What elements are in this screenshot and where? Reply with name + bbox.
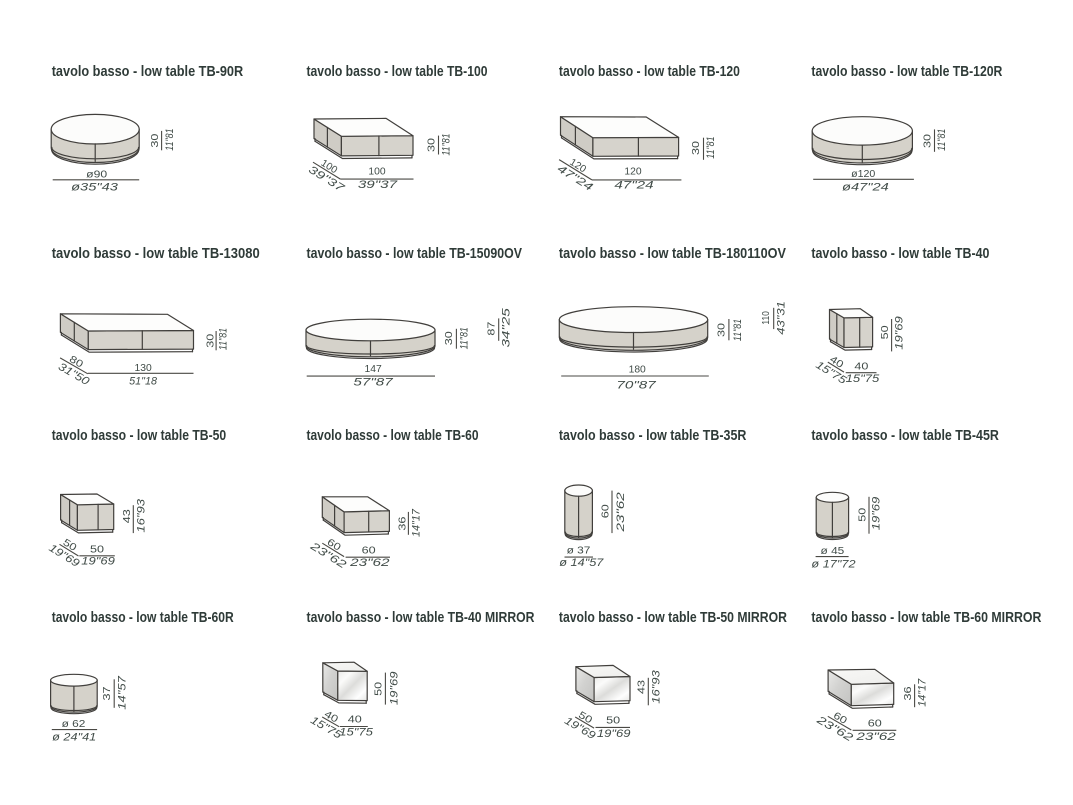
svg-text:47"24: 47"24 [614,180,653,192]
svg-text:tavolo basso - low table TB-13: tavolo basso - low table TB-13080 [52,245,260,262]
svg-text:30: 30 [150,133,161,148]
svg-text:tavolo basso - low table TB-35: tavolo basso - low table TB-35R [559,427,747,444]
svg-text:ø 37: ø 37 [567,545,591,556]
svg-text:40: 40 [854,362,869,373]
svg-text:130: 130 [135,363,153,374]
svg-text:11"81: 11"81 [440,133,452,155]
svg-text:ø 62: ø 62 [62,719,86,730]
svg-text:ø 17"72: ø 17"72 [811,558,855,570]
svg-text:50: 50 [606,716,621,727]
svg-text:180: 180 [629,364,647,375]
svg-text:110: 110 [761,311,772,325]
svg-text:16"93: 16"93 [136,498,148,533]
svg-text:36: 36 [398,516,409,531]
svg-text:ø 24"41: ø 24"41 [52,731,96,743]
svg-text:60: 60 [601,504,612,519]
svg-text:120: 120 [624,167,642,178]
svg-text:14"57: 14"57 [116,675,128,710]
svg-text:43: 43 [636,679,647,694]
svg-text:40: 40 [348,715,363,726]
svg-text:11"81: 11"81 [732,319,744,341]
svg-text:tavolo basso - low table TB-60: tavolo basso - low table TB-60 MIRROR [811,609,1041,626]
svg-text:tavolo basso - low table TB-60: tavolo basso - low table TB-60R [52,609,234,626]
svg-text:tavolo basso - low table TB-90: tavolo basso - low table TB-90R [52,63,244,80]
svg-text:11"81: 11"81 [217,328,229,350]
svg-text:19"69: 19"69 [81,556,115,568]
svg-text:ø 45: ø 45 [821,546,845,557]
svg-text:19"69: 19"69 [388,672,400,706]
svg-text:50: 50 [374,681,385,696]
svg-text:43: 43 [122,509,133,524]
svg-text:50: 50 [880,325,891,340]
svg-text:15"75: 15"75 [846,373,881,385]
svg-text:100: 100 [368,167,386,178]
svg-text:147: 147 [365,364,383,375]
svg-text:19"69: 19"69 [597,728,631,740]
svg-text:tavolo basso - low table TB-45: tavolo basso - low table TB-45R [811,427,999,444]
svg-text:11"81: 11"81 [936,129,948,151]
svg-text:14"17: 14"17 [411,508,423,537]
svg-text:37: 37 [102,686,113,701]
svg-text:19"69: 19"69 [870,497,882,531]
svg-text:16"93: 16"93 [651,669,663,704]
svg-text:30: 30 [923,133,934,148]
svg-text:ø90: ø90 [86,169,108,180]
svg-text:43"31: 43"31 [775,301,787,335]
svg-text:36: 36 [903,686,914,701]
svg-text:50: 50 [857,507,868,522]
svg-text:tavolo basso - low table TB-60: tavolo basso - low table TB-60 [307,427,479,444]
svg-text:tavolo basso - low table TB-50: tavolo basso - low table TB-50 [52,427,227,444]
svg-text:19"69: 19"69 [893,316,905,350]
svg-text:15"75: 15"75 [339,727,374,739]
svg-text:ø47"24: ø47"24 [842,182,889,194]
svg-text:30: 30 [427,137,438,152]
svg-text:39"37: 39"37 [358,179,399,191]
svg-text:30: 30 [205,333,216,348]
svg-text:23"62: 23"62 [349,557,390,569]
svg-text:57"87: 57"87 [353,376,394,388]
svg-text:tavolo basso - low table TB-18: tavolo basso - low table TB-180110OV [559,245,786,262]
svg-text:70"87: 70"87 [616,379,657,391]
svg-text:30: 30 [691,140,702,155]
svg-text:tavolo basso - low table TB-12: tavolo basso - low table TB-120R [811,63,1002,80]
svg-text:51"18: 51"18 [129,375,158,387]
svg-text:tavolo basso - low table TB-10: tavolo basso - low table TB-100 [307,63,488,80]
svg-text:87: 87 [486,321,497,336]
svg-text:ø 14"57: ø 14"57 [559,557,604,569]
svg-text:23"62: 23"62 [615,492,627,533]
svg-text:23"62: 23"62 [855,731,896,743]
svg-text:tavolo basso - low table TB-12: tavolo basso - low table TB-120 [559,63,740,80]
svg-text:34"25: 34"25 [500,307,512,348]
svg-text:tavolo basso - low table TB-40: tavolo basso - low table TB-40 [811,245,989,262]
svg-text:tavolo basso - low table TB-50: tavolo basso - low table TB-50 MIRROR [559,609,787,626]
svg-text:60: 60 [868,719,883,730]
svg-text:tavolo basso - low table TB-15: tavolo basso - low table TB-15090OV [307,245,523,262]
svg-text:50: 50 [90,544,105,555]
svg-text:30: 30 [444,331,455,346]
svg-text:30: 30 [716,322,727,337]
svg-text:11"81: 11"81 [164,129,176,151]
svg-text:ø120: ø120 [851,169,876,180]
svg-text:tavolo basso - low table TB-40: tavolo basso - low table TB-40 MIRROR [307,609,535,626]
svg-text:14"17: 14"17 [917,678,929,707]
svg-text:ø35"43: ø35"43 [71,182,119,194]
svg-text:11"81: 11"81 [458,327,470,349]
svg-text:60: 60 [362,546,377,557]
svg-text:11"81: 11"81 [705,137,717,159]
